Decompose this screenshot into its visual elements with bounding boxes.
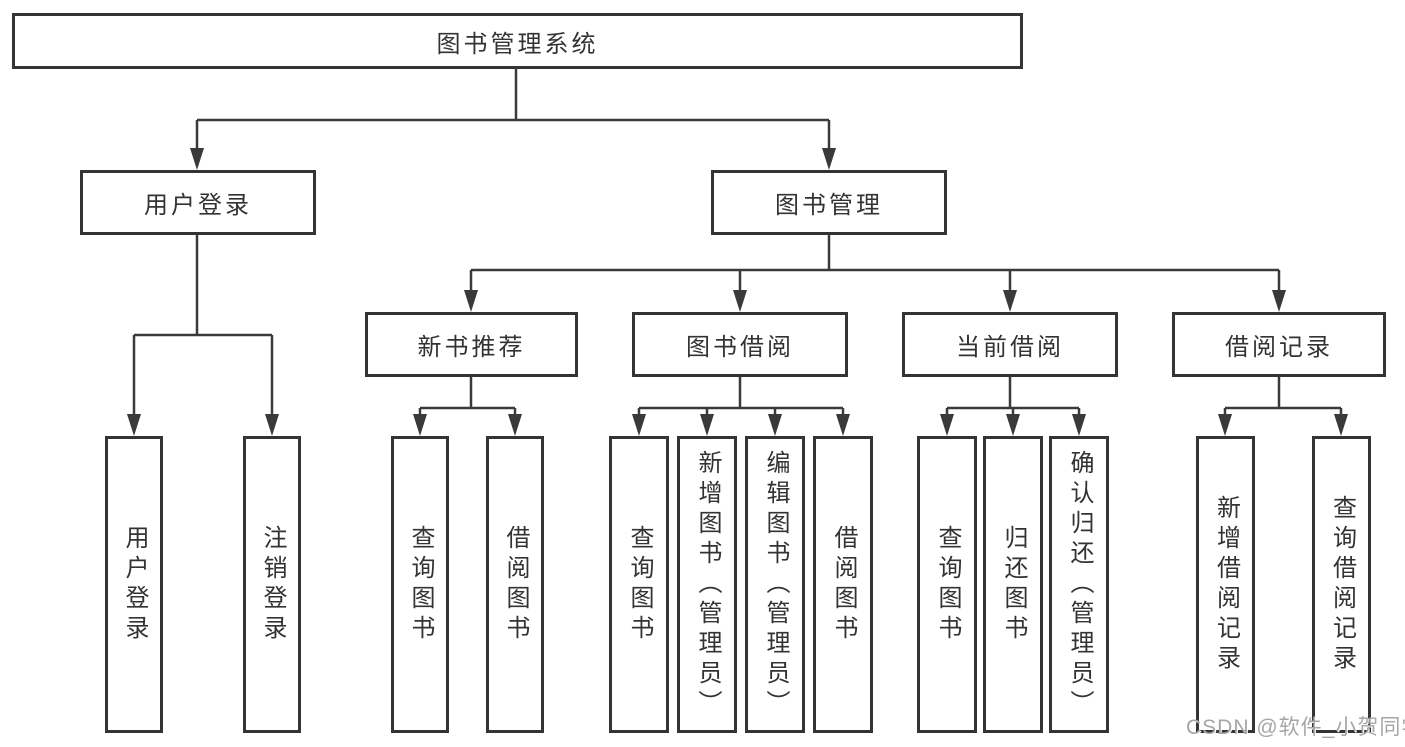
node-current-borrowing: 当前借阅 xyxy=(902,312,1118,377)
node-book-borrowing: 图书借阅 xyxy=(632,312,848,377)
node-borrowing-records: 借阅记录 xyxy=(1172,312,1386,377)
leaf-node-logout: 注销登录 xyxy=(243,436,301,733)
csdn-watermark: CSDN @软件_小贺同学 xyxy=(1186,716,1405,739)
leaf-node-edit-book-admin: 编辑图书（管理员） xyxy=(745,436,805,733)
leaf-node-borrow-books: 借阅图书 xyxy=(813,436,873,733)
leaf-node-add-book-admin: 新增图书（管理员） xyxy=(677,436,737,733)
leaf-node-user-login: 用户登录 xyxy=(105,436,163,733)
node-book-management: 图书管理 xyxy=(711,170,947,235)
node-new-book-recommendation: 新书推荐 xyxy=(365,312,578,377)
leaf-node-query-books-recommend: 查询图书 xyxy=(391,436,449,733)
leaf-node-return-books: 归还图书 xyxy=(983,436,1043,733)
leaf-node-query-borrow-record: 查询借阅记录 xyxy=(1312,436,1371,733)
root-node: 图书管理系统 xyxy=(12,13,1023,69)
leaf-node-query-books-current: 查询图书 xyxy=(917,436,977,733)
node-user-login: 用户登录 xyxy=(80,170,316,235)
leaf-node-add-borrow-record: 新增借阅记录 xyxy=(1196,436,1255,733)
leaf-node-query-books-borrowing: 查询图书 xyxy=(609,436,669,733)
leaf-node-borrow-books-recommend: 借阅图书 xyxy=(486,436,544,733)
leaf-node-confirm-return-admin: 确认归还（管理员） xyxy=(1049,436,1109,733)
